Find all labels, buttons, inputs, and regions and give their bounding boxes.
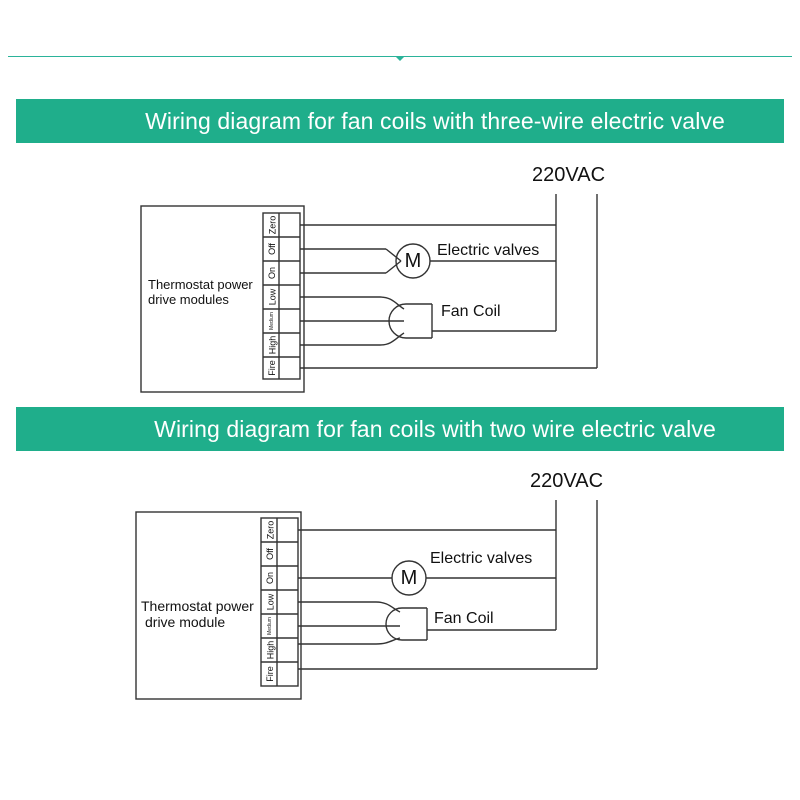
terminal-label: On [264,571,275,585]
banner-two-wire: Wiring diagram for fan coils with two wi… [16,407,784,451]
banner-title: Wiring diagram for fan coils with three-… [145,107,725,134]
banner-title: Wiring diagram for fan coils with two wi… [154,415,716,442]
terminal-label: Medium [267,617,274,635]
module-box [140,205,305,393]
terminal-label: Fire [265,666,275,682]
valve-symbol: M [400,567,418,589]
wiring-diagram-three-wire: 220VAC Thermostat power drive modules M … [0,160,800,410]
module-label: Thermostat power drive modules [148,277,253,307]
terminal-strip [262,212,301,380]
terminal-label: Fire [267,360,277,376]
coil-label: Fan Coil [441,303,501,320]
valve-label: Electric valves [437,242,540,259]
terminal-label: Low [267,288,278,306]
module-label: Thermostat power drive module [141,598,254,630]
terminal-label: Zero [265,520,276,540]
module-label-line: Thermostat power [141,598,254,614]
coil-label: Fan Coil [434,610,494,627]
terminal-label: Medium [269,312,276,330]
wiring-diagram-two-wire: 220VAC Thermostat power drive module M E… [0,468,800,718]
terminal-label: Zero [267,215,278,235]
module-label-line: drive modules [148,292,229,307]
fan-coil-icon [388,303,407,339]
terminal-label: On [266,266,277,280]
valve-label: Electric valves [430,550,533,567]
module-box [135,511,302,700]
supply-label: 220VAC [530,470,604,492]
module-label-line: drive module [145,614,226,630]
fan-coil-icon [385,607,403,641]
divider-notch-icon [395,56,405,61]
banner-three-wire: Wiring diagram for fan coils with three-… [16,99,784,143]
terminal-label: High [265,640,276,660]
terminal-label: Off [265,548,275,560]
terminal-label: Off [267,243,277,255]
valve-symbol: M [404,250,422,272]
terminal-label: Low [265,593,276,611]
module-label-line: Thermostat power [148,277,253,292]
supply-label: 220VAC [532,164,606,186]
terminal-label: High [267,335,278,355]
wiring-diagram-svg [135,500,598,700]
wiring-diagram-svg [140,194,598,393]
